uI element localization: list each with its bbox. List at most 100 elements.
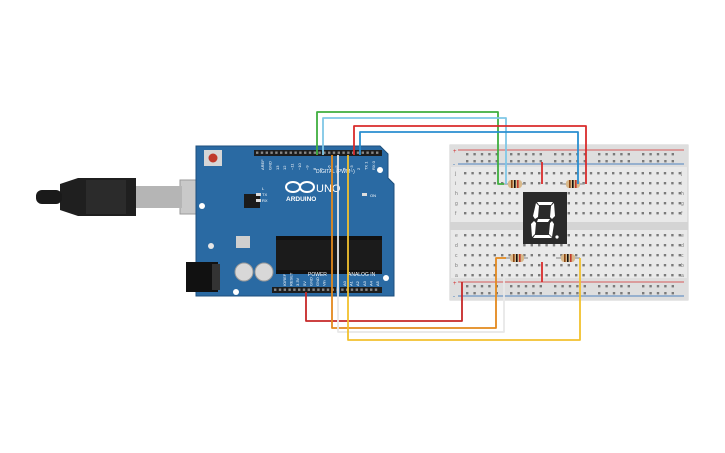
breadboard-hole[interactable] (554, 153, 557, 156)
breadboard-hole[interactable] (515, 202, 519, 205)
breadboard-hole[interactable] (510, 153, 513, 156)
header-pin-hole[interactable] (308, 151, 312, 154)
breadboard-hole[interactable] (545, 244, 548, 247)
breadboard-hole[interactable] (486, 212, 489, 215)
breadboard-hole[interactable] (664, 160, 667, 163)
breadboard-hole[interactable] (523, 274, 526, 277)
wire-white[interactable] (337, 155, 505, 333)
breadboard-hole[interactable] (634, 234, 637, 237)
breadboard-hole[interactable] (612, 202, 615, 205)
breadboard-hole[interactable] (612, 212, 615, 215)
breadboard-hole[interactable] (488, 153, 491, 156)
breadboard-hole[interactable] (634, 274, 637, 277)
header-pin-hole[interactable] (341, 288, 344, 291)
breadboard-hole[interactable] (515, 192, 519, 195)
breadboard-hole[interactable] (501, 192, 504, 195)
breadboard-hole[interactable] (575, 202, 578, 205)
breadboard-hole[interactable] (626, 244, 630, 247)
breadboard-hole[interactable] (545, 254, 548, 257)
breadboard-hole[interactable] (619, 192, 622, 195)
breadboard-hole[interactable] (582, 274, 585, 277)
breadboard-hole[interactable] (663, 244, 667, 247)
breadboard-hole[interactable] (471, 274, 474, 277)
breadboard-hole[interactable] (539, 292, 542, 295)
breadboard-hole[interactable] (649, 254, 652, 257)
breadboard-hole[interactable] (641, 264, 644, 267)
breadboard-hole[interactable] (627, 160, 630, 163)
breadboard-hole[interactable] (619, 202, 622, 205)
breadboard-hole[interactable] (524, 285, 528, 288)
header-pin-hole[interactable] (326, 288, 330, 291)
breadboard-hole[interactable] (597, 274, 600, 277)
breadboard-hole[interactable] (589, 202, 593, 205)
breadboard-hole[interactable] (612, 234, 615, 237)
breadboard-hole[interactable] (495, 160, 498, 163)
header-pin-hole[interactable] (288, 288, 291, 291)
breadboard-hole[interactable] (538, 244, 541, 247)
header-pin-hole[interactable] (365, 288, 368, 291)
breadboard-hole[interactable] (604, 172, 607, 175)
breadboard-hole[interactable] (656, 202, 659, 205)
breadboard-hole[interactable] (568, 292, 572, 295)
breadboard-hole[interactable] (530, 182, 533, 185)
breadboard-hole[interactable] (649, 274, 652, 277)
breadboard-hole[interactable] (649, 160, 652, 163)
breadboard-hole[interactable] (523, 172, 526, 175)
breadboard-hole[interactable] (597, 172, 600, 175)
breadboard-hole[interactable] (641, 274, 644, 277)
breadboard-hole[interactable] (583, 292, 586, 295)
breadboard-hole[interactable] (554, 160, 557, 163)
breadboard-hole[interactable] (517, 292, 520, 295)
breadboard-hole[interactable] (471, 202, 474, 205)
breadboard-hole[interactable] (575, 212, 578, 215)
breadboard-hole[interactable] (671, 192, 674, 195)
breadboard-hole[interactable] (582, 244, 585, 247)
breadboard-hole[interactable] (560, 254, 563, 257)
header-pin-hole[interactable] (270, 151, 273, 154)
breadboard-hole[interactable] (567, 244, 570, 247)
breadboard-hole[interactable] (604, 192, 607, 195)
breadboard-hole[interactable] (486, 234, 489, 237)
breadboard-hole[interactable] (576, 285, 579, 288)
breadboard-hole[interactable] (620, 292, 623, 295)
breadboard-hole[interactable] (641, 192, 644, 195)
breadboard-hole[interactable] (554, 285, 557, 288)
breadboard-hole[interactable] (501, 274, 504, 277)
breadboard-hole[interactable] (473, 285, 476, 288)
breadboard-hole[interactable] (678, 192, 681, 195)
breadboard-hole[interactable] (634, 192, 637, 195)
breadboard-hole[interactable] (605, 285, 608, 288)
breadboard-hole[interactable] (464, 264, 467, 267)
header-pin-hole[interactable] (274, 288, 277, 291)
header-pin-hole[interactable] (332, 151, 336, 154)
breadboard-hole[interactable] (656, 244, 659, 247)
breadboard-hole[interactable] (612, 192, 615, 195)
breadboard-hole[interactable] (508, 274, 511, 277)
header-pin-hole[interactable] (374, 288, 378, 291)
breadboard-hole[interactable] (471, 264, 474, 267)
header-pin-hole[interactable] (289, 151, 292, 154)
breadboard-hole[interactable] (561, 160, 564, 163)
breadboard-hole[interactable] (589, 274, 593, 277)
breadboard-hole[interactable] (678, 202, 681, 205)
breadboard-hole[interactable] (649, 292, 652, 295)
breadboard-hole[interactable] (598, 285, 601, 288)
breadboard-hole[interactable] (612, 244, 615, 247)
breadboard-hole[interactable] (671, 202, 674, 205)
breadboard-hole[interactable] (510, 292, 513, 295)
breadboard-hole[interactable] (663, 182, 667, 185)
breadboard-hole[interactable] (567, 192, 570, 195)
breadboard-hole[interactable] (641, 254, 644, 257)
breadboard-hole[interactable] (671, 234, 674, 237)
breadboard-hole[interactable] (671, 244, 674, 247)
breadboard-hole[interactable] (612, 153, 616, 156)
breadboard-hole[interactable] (508, 212, 511, 215)
breadboard-hole[interactable] (517, 160, 520, 163)
breadboard-hole[interactable] (530, 172, 533, 175)
breadboard-hole[interactable] (664, 153, 667, 156)
breadboard-hole[interactable] (605, 160, 608, 163)
breadboard-hole[interactable] (501, 234, 504, 237)
breadboard-hole[interactable] (493, 202, 496, 205)
breadboard-hole[interactable] (471, 192, 474, 195)
breadboard-hole[interactable] (515, 212, 519, 215)
